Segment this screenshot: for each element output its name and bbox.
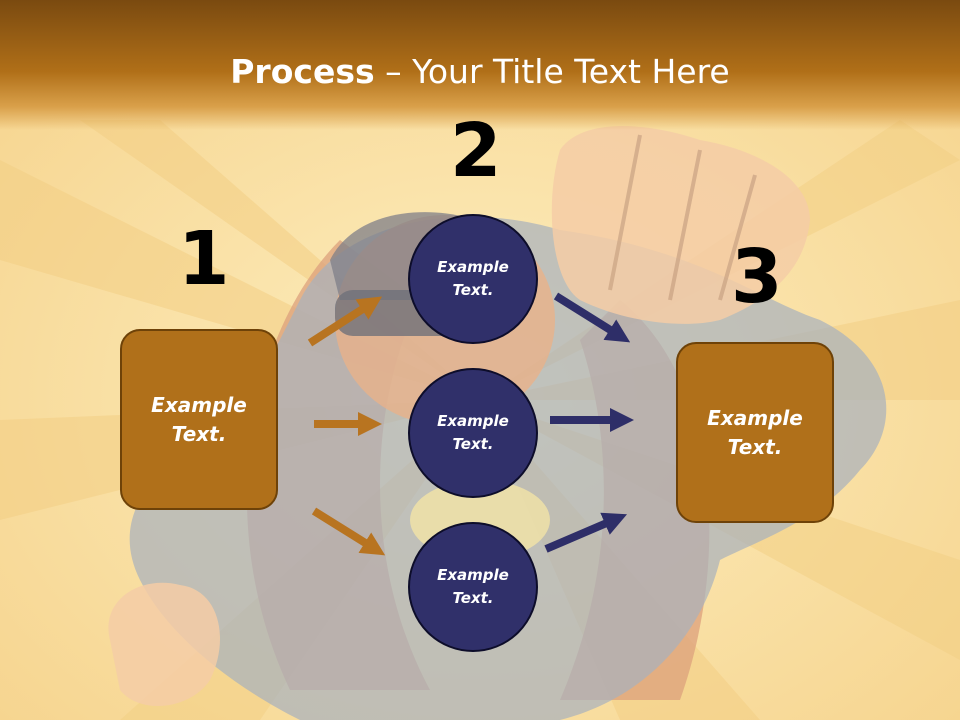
step3-box-line1: Example — [707, 405, 803, 430]
circle-top-line1: Example — [437, 258, 509, 276]
arrow-box1-to-circle-top — [307, 296, 383, 347]
circle-bottom-line2: Text. — [452, 589, 494, 607]
circle-middle-line1: Example — [437, 412, 509, 430]
title-banner — [0, 0, 960, 130]
step-number-3: 3 — [731, 234, 783, 320]
slide-title: Process – Your Title Text Here — [0, 52, 960, 91]
title-rest: – Your Title Text Here — [374, 52, 730, 91]
step-number-1: 1 — [178, 216, 230, 302]
step1-box-line2: Text. — [171, 421, 227, 446]
circle-top-line2: Text. — [452, 281, 494, 299]
circle-middle-line2: Text. — [452, 435, 494, 453]
step-number-2: 2 — [450, 108, 502, 194]
arrow-circle-bottom-to-box3 — [544, 512, 628, 553]
title-bold: Process — [230, 52, 375, 91]
step1-box-line1: Example — [151, 392, 247, 417]
arrow-circle-top-to-box3 — [553, 292, 631, 343]
arrow-box1-to-circle-bottom — [311, 507, 386, 556]
step3-box-line2: Text. — [727, 434, 783, 459]
circle-bottom-line1: Example — [437, 566, 509, 584]
